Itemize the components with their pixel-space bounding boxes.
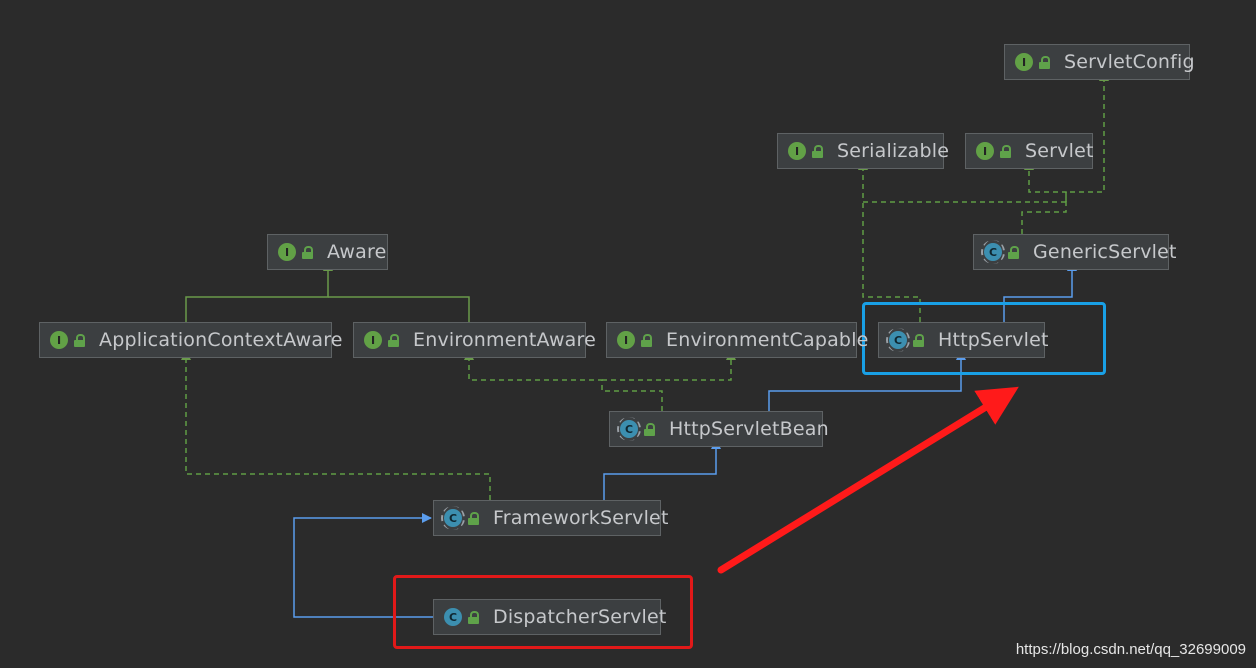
edge-httpservlet-serializable: [862, 202, 921, 322]
abstract-class-icon: C: [441, 506, 465, 530]
public-lock-icon: [388, 333, 399, 347]
node-label: Aware: [327, 241, 387, 263]
node-dispatcherservlet[interactable]: C DispatcherServlet: [433, 599, 666, 635]
public-lock-icon: [1039, 55, 1050, 69]
node-label: ApplicationContextAware: [99, 329, 343, 351]
node-servletconfig[interactable]: I ServletConfig: [1004, 44, 1195, 80]
edge-dispatcherservlet-frameworkservlet: [293, 513, 433, 618]
node-label: EnvironmentCapable: [666, 329, 869, 351]
edge-environmentaware-aware: [328, 296, 470, 322]
edge-httpservlet-genericservlet: [1003, 261, 1077, 322]
public-lock-icon: [812, 144, 823, 158]
public-lock-icon: [644, 422, 655, 436]
highlight-box-httpservlet: [862, 302, 1106, 375]
highlight-box-dispatcherservlet: [393, 575, 693, 649]
node-label: Serializable: [837, 140, 950, 162]
node-label: ServletConfig: [1064, 51, 1195, 73]
edge-httpservletbean-httpservlet: [768, 350, 966, 411]
node-label: HttpServletBean: [669, 418, 829, 440]
interface-icon: I: [50, 331, 68, 349]
public-lock-icon: [468, 610, 479, 624]
node-label: EnvironmentAware: [413, 329, 597, 351]
node-label: DispatcherServlet: [493, 606, 667, 628]
public-lock-icon: [302, 245, 313, 259]
public-lock-icon: [468, 511, 479, 525]
public-lock-icon: [74, 333, 85, 347]
interface-icon: I: [617, 331, 635, 349]
watermark: https://blog.csdn.net/qq_32699009: [1015, 641, 1246, 658]
node-environmentaware[interactable]: I EnvironmentAware: [353, 322, 596, 358]
edge-httpservletbean-environmentaware: [464, 350, 663, 411]
node-genericservlet[interactable]: C GenericServlet: [973, 234, 1177, 270]
node-aware[interactable]: I Aware: [267, 234, 388, 270]
node-serializable[interactable]: I Serializable: [777, 133, 949, 169]
edge-genericservlet-servlet: [1024, 160, 1067, 202]
node-httpservlet[interactable]: C HttpServlet: [878, 322, 1048, 358]
node-httpservletbean[interactable]: C HttpServletBean: [609, 411, 829, 447]
node-label: Servlet: [1025, 140, 1094, 162]
node-label: HttpServlet: [938, 329, 1049, 351]
annotation-arrow: [717, 386, 1019, 574]
edge-frameworkservlet-applicationcontextaware: [181, 350, 491, 500]
edge-applicationcontextaware-aware: [185, 261, 333, 322]
edge-frameworkservlet-httpservletbean: [603, 439, 721, 500]
node-frameworkservlet[interactable]: C FrameworkServlet: [433, 500, 668, 536]
interface-icon: I: [1015, 53, 1033, 71]
interface-icon: I: [976, 142, 994, 160]
class-icon: C: [444, 608, 462, 626]
public-lock-icon: [641, 333, 652, 347]
interface-icon: I: [278, 243, 296, 261]
node-label: FrameworkServlet: [493, 507, 669, 529]
abstract-class-icon: C: [617, 417, 641, 441]
interface-icon: I: [788, 142, 806, 160]
node-environmentcapable[interactable]: I EnvironmentCapable: [606, 322, 868, 358]
node-applicationcontextaware[interactable]: I ApplicationContextAware: [39, 322, 342, 358]
edge-genericservlet-serializable: [858, 160, 1066, 203]
node-servlet[interactable]: I Servlet: [965, 133, 1093, 169]
edge-httpservletbean-environmentcapable: [602, 350, 736, 381]
public-lock-icon: [913, 333, 924, 347]
interface-icon: I: [364, 331, 382, 349]
node-label: GenericServlet: [1033, 241, 1177, 263]
public-lock-icon: [1000, 144, 1011, 158]
abstract-class-icon: C: [981, 240, 1005, 264]
public-lock-icon: [1008, 245, 1019, 259]
abstract-class-icon: C: [886, 328, 910, 352]
